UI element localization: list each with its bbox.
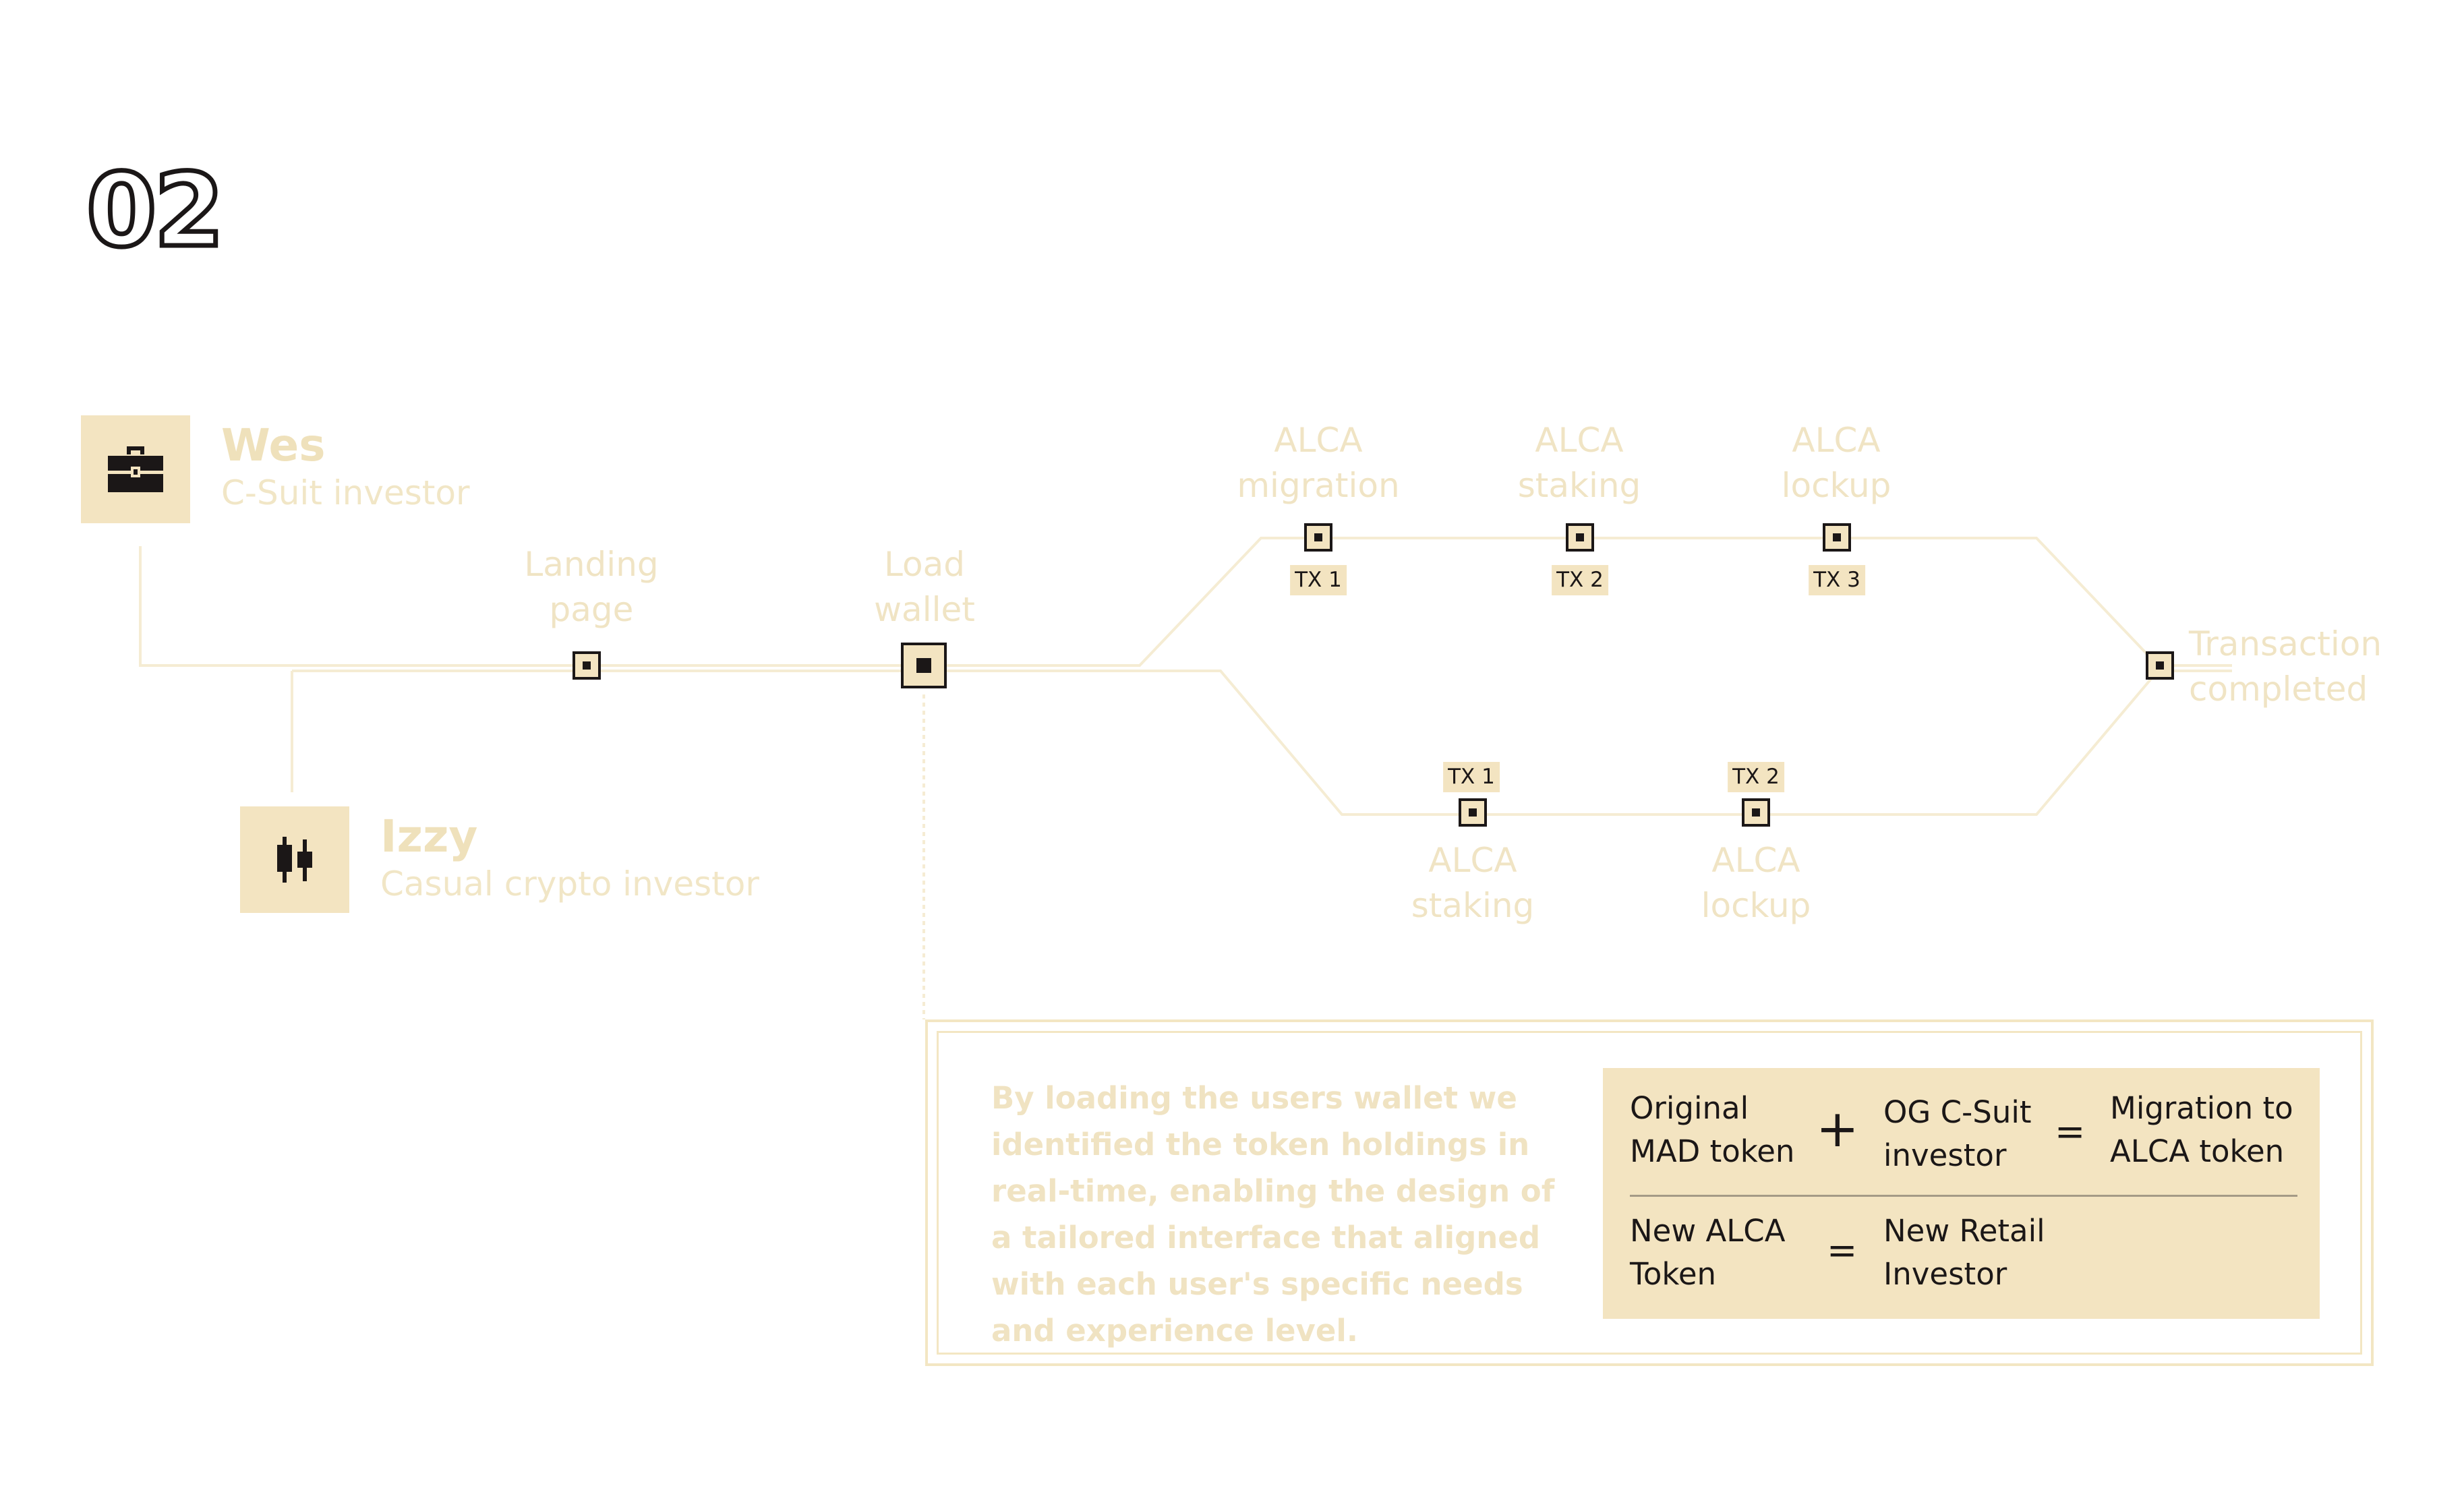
tx-badge-top-3: TX 3 [1809, 565, 1865, 595]
node-dot [1469, 808, 1477, 817]
formula-new-retail-investor: New Retail Investor [1883, 1210, 2045, 1296]
node-label-line: ALCA [1535, 421, 1624, 460]
wes-path-line [139, 537, 2232, 667]
formula-new-alca-token: New ALCA Token [1630, 1210, 1786, 1296]
formula-og-csuit-investor: OG C-Suit investor [1883, 1091, 2032, 1177]
node-dot [1833, 533, 1841, 541]
node-alca-lockup-bottom [1742, 798, 1770, 827]
node-alca-staking-top [1566, 523, 1594, 552]
token-formula-card: Original MAD token + OG C-Suit investor … [1603, 1068, 2320, 1319]
briefcase-icon [108, 446, 163, 492]
formula-line: Original [1630, 1090, 1749, 1126]
node-landing-page [573, 651, 601, 680]
note-description: By loading the users wallet we identifie… [991, 1080, 1555, 1349]
formula-plus-operator: + [1816, 1098, 1859, 1158]
node-dot [2156, 661, 2164, 670]
node-transaction-completed [2146, 651, 2174, 680]
persona-role-wes: C-Suit investor [221, 473, 470, 512]
node-label-line: wallet [874, 590, 975, 629]
node-label-alca-staking-top: ALCA staking [1518, 418, 1641, 508]
formula-line: Token [1630, 1256, 1717, 1292]
node-label-line: Load [884, 545, 965, 584]
node-label-line: ALCA [1428, 841, 1517, 880]
node-alca-migration [1304, 523, 1332, 552]
tx-badge-bottom-1: TX 1 [1443, 762, 1500, 792]
persona-izzy-avatar [240, 806, 349, 913]
node-label-alca-lockup-bottom: ALCA lockup [1701, 838, 1811, 928]
persona-wes-avatar [81, 415, 190, 523]
formula-line: New Retail [1883, 1213, 2045, 1249]
node-label-line: ALCA [1792, 421, 1881, 460]
node-label-line: lockup [1701, 886, 1811, 925]
node-label-alca-migration: ALCA migration [1237, 418, 1399, 508]
node-label-alca-staking-bottom: ALCA staking [1411, 838, 1535, 928]
formula-migration-to-alca: Migration to ALCA token [2110, 1087, 2293, 1173]
tx-badge-top-2: TX 2 [1552, 565, 1608, 595]
node-label-transaction-completed: Transaction completed [2189, 622, 2382, 712]
formula-line: Migration to [2110, 1090, 2293, 1126]
formula-line: OG C-Suit [1883, 1094, 2032, 1130]
node-label-line: staking [1517, 466, 1641, 505]
note-panel-outer-frame [925, 1019, 2374, 1366]
formula-line: New ALCA [1630, 1213, 1786, 1249]
node-dot [583, 661, 591, 670]
node-label-line: ALCA [1711, 841, 1800, 880]
node-label-alca-lockup-top: ALCA lockup [1782, 418, 1891, 508]
node-dot [916, 658, 931, 673]
node-label-load-wallet: Load wallet [874, 542, 975, 632]
node-label-line: completed [2189, 670, 2368, 709]
izzy-main-line [292, 670, 2232, 816]
tx-badge-top-1: TX 1 [1290, 565, 1347, 595]
step-number: 02 [84, 152, 227, 270]
node-dot [1314, 533, 1322, 541]
node-alca-staking-bottom [1459, 798, 1487, 827]
formula-original-mad-token: Original MAD token [1630, 1087, 1794, 1173]
candlestick-icon [277, 837, 312, 883]
node-label-line: ALCA [1274, 421, 1363, 460]
formula-line: ALCA token [2110, 1133, 2285, 1169]
node-alca-lockup-top [1823, 523, 1851, 552]
formula-divider [1630, 1195, 2297, 1197]
persona-name-wes: Wes [221, 419, 326, 471]
node-label-line: Landing [524, 545, 659, 584]
note-panel-inner-frame [937, 1031, 2362, 1355]
node-label-line: page [549, 590, 634, 629]
formula-line: MAD token [1630, 1133, 1795, 1169]
node-label-landing-page: Landing page [524, 542, 658, 632]
node-label-line: staking [1411, 886, 1535, 925]
persona-name-izzy: Izzy [380, 810, 478, 862]
node-dot [1576, 533, 1584, 541]
formula-line: Investor [1883, 1256, 2007, 1292]
node-load-wallet [901, 643, 947, 688]
node-label-line: lockup [1781, 466, 1891, 505]
persona-role-izzy: Casual crypto investor [380, 864, 759, 903]
formula-line: investor [1883, 1137, 2007, 1173]
tx-badge-bottom-2: TX 2 [1728, 762, 1784, 792]
formula-equals-operator: = [2055, 1110, 2086, 1153]
node-label-line: migration [1237, 466, 1400, 505]
node-dot [1752, 808, 1760, 817]
node-label-line: Transaction [2189, 624, 2382, 663]
formula-equals-operator-2: = [1827, 1229, 1858, 1272]
